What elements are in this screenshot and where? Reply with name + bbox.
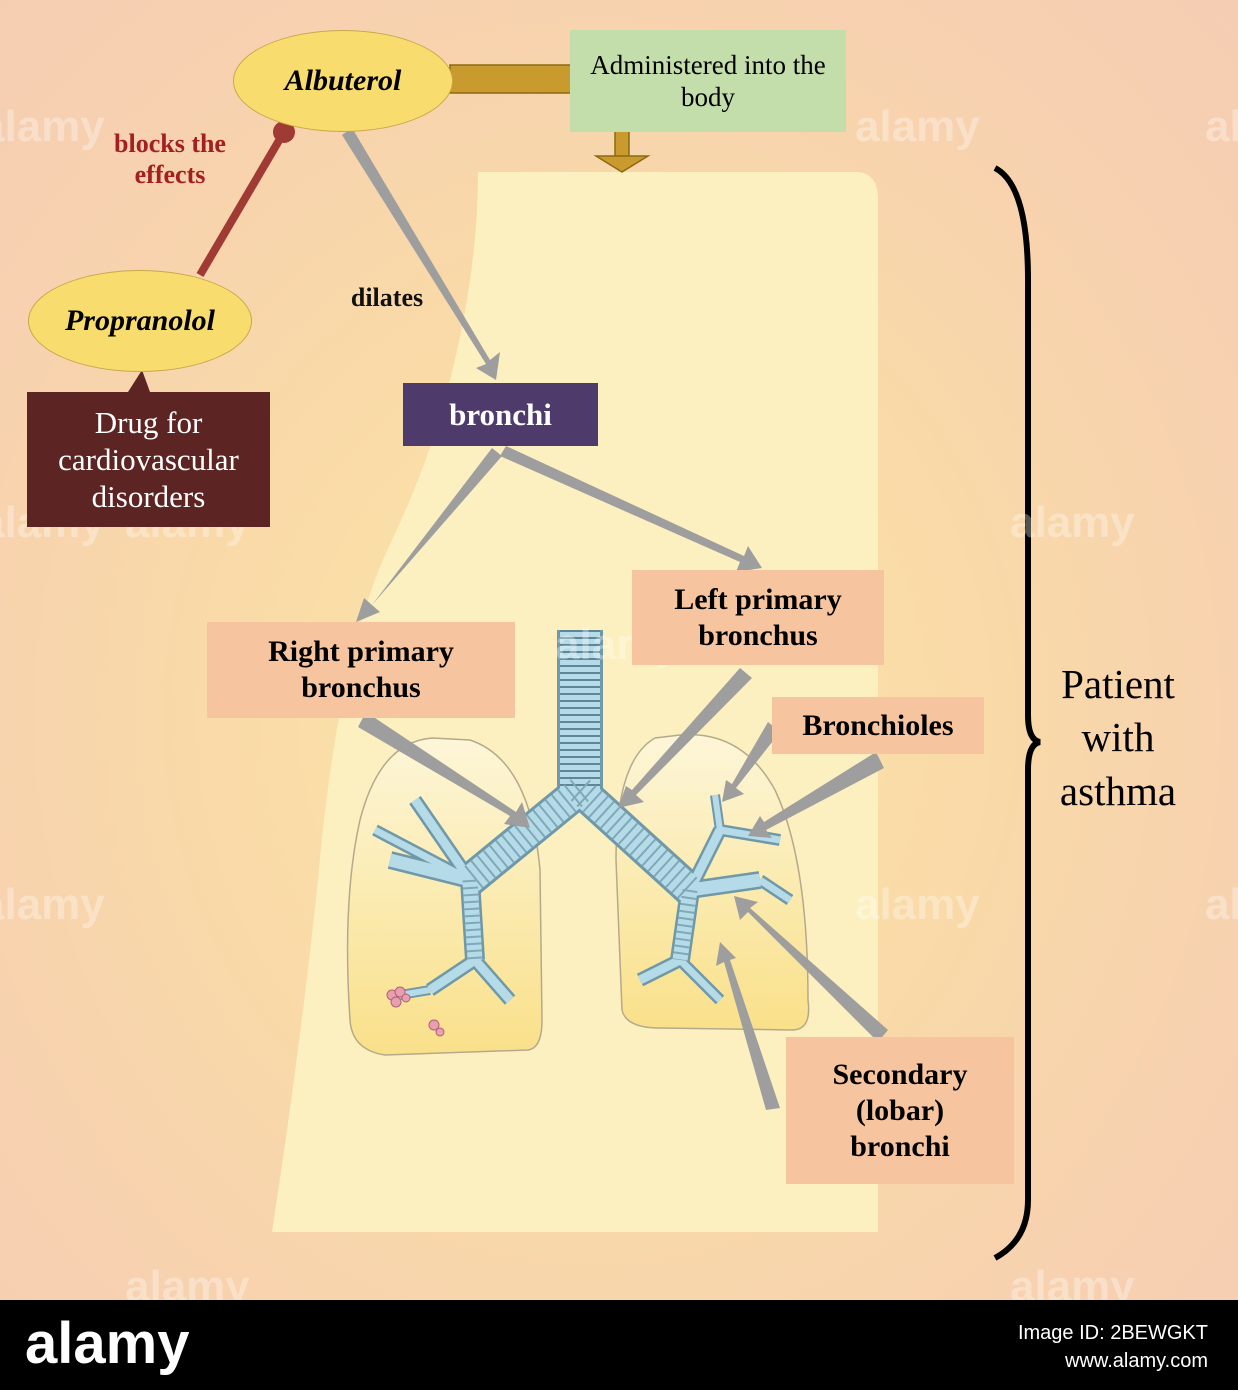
bronchioles-pointer-1 xyxy=(722,722,780,802)
secondary-bronchi-box: Secondary (lobar) bronchi xyxy=(786,1037,1014,1184)
dilates-arrow xyxy=(342,128,500,380)
arrow-to-left-primary xyxy=(500,446,762,572)
pointer-arrows xyxy=(342,128,888,1110)
footer-bar: alamy Image ID: 2BEWGKT www.alamy.com xyxy=(0,1300,1238,1390)
alamy-url: www.alamy.com xyxy=(1065,1350,1208,1372)
watermark: alamy xyxy=(1205,102,1238,151)
watermark: alamy xyxy=(1010,1262,1135,1300)
watermark: alamy xyxy=(1010,498,1135,547)
albuterol-node: Albuterol xyxy=(233,30,453,132)
dilates-label: dilates xyxy=(350,283,424,312)
administered-box: Administered into the body xyxy=(570,30,846,132)
patient-brace xyxy=(993,165,1041,1261)
bronchioles-pointer-2 xyxy=(748,752,884,838)
right-primary-bronchus-box: Right primary bronchus xyxy=(207,622,515,718)
blocks-effects-label: blocks the effects xyxy=(114,129,226,190)
watermark: alamy xyxy=(0,102,105,151)
watermark: alamy xyxy=(1205,880,1238,929)
drug-note-box: Drug for cardiovascular disorders xyxy=(27,392,270,527)
image-id: Image ID: 2BEWGKT xyxy=(1017,1322,1208,1344)
patient-label: Patient with asthma xyxy=(1059,661,1177,814)
bronchial-tree xyxy=(372,630,794,1037)
watermark: alamy xyxy=(0,880,105,929)
left-primary-bronchus-box: Left primary bronchus xyxy=(632,570,884,665)
right-primary-pointer xyxy=(358,712,530,828)
drug-note-pointer xyxy=(128,370,150,392)
watermark: alamy xyxy=(125,1262,250,1300)
watermark: alamy xyxy=(855,880,980,929)
diagram-graphics xyxy=(128,64,1041,1261)
administration-arrow xyxy=(449,64,651,173)
arrow-to-right-primary xyxy=(356,448,502,622)
blocks-effects-connector xyxy=(196,121,295,278)
secondary-pointer-2 xyxy=(716,942,780,1110)
asthma-diagram: alamy alamy alamy alamy alamy alamy alam… xyxy=(0,0,1238,1300)
bronchioles-box: Bronchioles xyxy=(772,697,984,754)
left-primary-pointer xyxy=(618,668,752,808)
secondary-pointer-1 xyxy=(734,896,888,1042)
propranolol-node: Propranolol xyxy=(28,270,252,372)
bronchi-box: bronchi xyxy=(403,383,598,446)
watermark: alamy xyxy=(855,102,980,151)
right-lung xyxy=(346,737,543,1056)
alamy-logo: alamy xyxy=(25,1311,190,1376)
